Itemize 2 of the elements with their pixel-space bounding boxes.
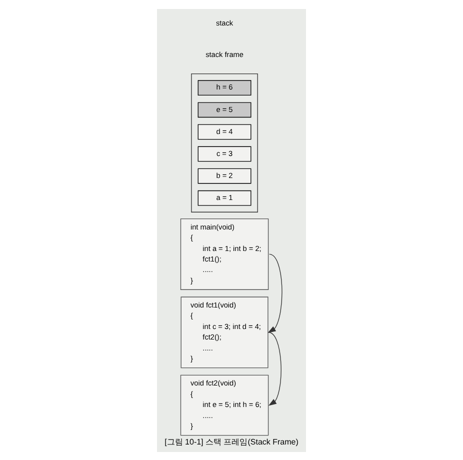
label: stack frame bbox=[206, 49, 244, 58]
label: stack bbox=[216, 18, 234, 28]
